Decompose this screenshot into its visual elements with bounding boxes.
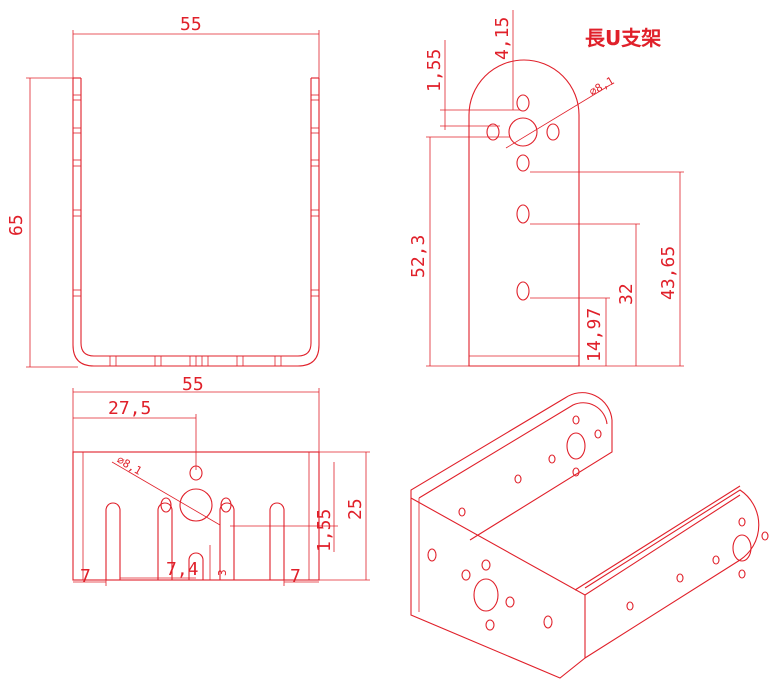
side-dim-1-55: 1,55 [424,49,445,92]
side-hole-diameter: ⌀8,1 [587,74,616,99]
bottom-width-label: 55 [182,374,204,395]
bottom-dim-left-7: 7 [80,566,91,587]
isometric-view [410,392,769,679]
side-dim-52-3: 52,3 [408,235,429,278]
bottom-dim-25: 25 [345,498,366,520]
bottom-dim-right-7: 7 [290,566,301,587]
side-view: 1,55 4,15 ⌀8,1 52,3 43,65 32 14,97 [408,10,684,367]
front-height-label: 65 [6,214,27,236]
bottom-view: 55 27,5 ⌀8,1 1,55 25 7 [72,374,370,587]
front-view: 55 65 [6,14,320,368]
bottom-dim-7-4: 7,4 [166,559,199,580]
bottom-dim-3: 3 [216,569,229,576]
bottom-hole-diameter: ⌀8,1 [115,453,144,478]
side-dim-4-15: 4,15 [492,17,513,60]
side-dim-43-65: 43,65 [658,246,679,300]
side-dim-32: 32 [616,283,637,305]
side-dim-14-97: 14,97 [584,308,605,362]
bottom-dim-1-55: 1,55 [314,509,335,552]
drawing-title: 長U支架 [585,26,661,50]
front-width-label: 55 [180,14,202,35]
bottom-half-label: 27,5 [108,398,151,419]
